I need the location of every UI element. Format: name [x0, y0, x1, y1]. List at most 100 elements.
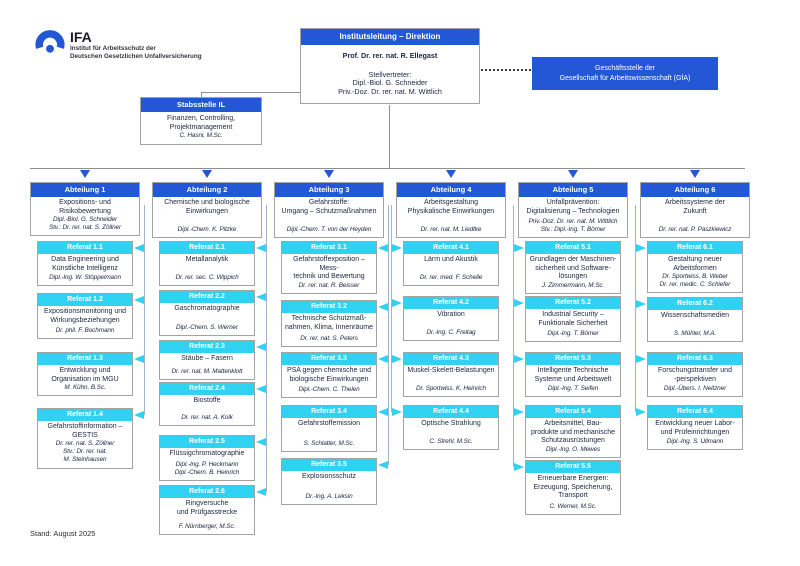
- arrow-left-icon: [256, 438, 266, 446]
- connector-spine-6: [635, 205, 636, 412]
- referat-1-4-box: Referat 1.4 Gefahrstoffinformation – GES…: [37, 408, 144, 469]
- abteilung-6-title: Arbeitssysteme der Zukunft: [665, 199, 725, 215]
- arrow-right-icon: [636, 355, 646, 363]
- referat-2-1-names: Dr. rer. sec. C. Wippich: [175, 273, 239, 281]
- referat-2-2-names: Dipl.-Chem. S. Werner: [175, 323, 239, 331]
- referat-3-4-box: Referat 3.4 Gefahrstoffemission S. Schla…: [281, 405, 388, 452]
- stabsstelle-title: Finanzen, Controlling, Projektmanagement: [166, 115, 236, 131]
- dguv-shell-icon: [35, 30, 65, 53]
- referat-4-4-header: Referat 4.4: [404, 406, 498, 418]
- deputy-names: Dipl.-Biol. G. Schneider Priv.-Doz. Dr. …: [338, 78, 442, 97]
- abteilung-3-box: Abteilung 3 Gefahrstoffe: Umgang – Schut…: [274, 182, 384, 238]
- referat-2-2-title: Gaschromatographie: [174, 305, 240, 312]
- abteilung-6-names: Dr. rer. nat. P. Paszkiewicz: [658, 225, 732, 233]
- referat-5-2-title: Industrial Security – Funktionale Sicher…: [538, 311, 608, 327]
- referat-5-5-title: Erneuerbare Energien: Erzeugung, Speiche…: [533, 475, 613, 500]
- arrow-right-icon: [514, 463, 524, 471]
- referat-1-3-header: Referat 1.3: [38, 353, 132, 365]
- arrow-right-icon: [514, 244, 524, 252]
- abteilung-3-title: Gefahrstoffe: Umgang – Schutzmaßnahmen: [281, 199, 377, 215]
- referat-5-1-header: Referat 5.1: [526, 242, 620, 254]
- referat-6-4-box: Referat 6.4 Entwicklung neuer Labor- und…: [636, 405, 743, 450]
- referat-4-2-header: Referat 4.2: [404, 297, 498, 309]
- referat-4-4-box: Referat 4.4 Optische Strahlung C. Strehl…: [392, 405, 499, 450]
- referat-5-5-box: Referat 5.5 Erneuerbare Energien: Erzeug…: [514, 460, 621, 515]
- arrow-left-icon: [256, 488, 266, 496]
- referat-4-3-title: Muskel-Skelett-Belastungen: [407, 367, 495, 374]
- arrow-left-icon: [256, 244, 266, 252]
- referat-4-1-title: Lärm und Akustik: [424, 256, 478, 263]
- arrow-left-icon: [378, 408, 388, 416]
- referat-1-1-header: Referat 1.1: [38, 242, 132, 254]
- stand-date: Stand: August 2025: [30, 529, 96, 538]
- abteilung-4-header: Abteilung 4: [397, 183, 505, 197]
- abteilung-1-header: Abteilung 1: [31, 183, 139, 197]
- abteilung-4-title: Arbeitsgestaltung Physikalische Einwirku…: [407, 199, 495, 215]
- referat-5-2-header: Referat 5.2: [526, 297, 620, 309]
- referat-6-2-box: Referat 6.2 Wissenschaftsmedien S. Mühle…: [636, 297, 743, 342]
- referat-2-5-header: Referat 2.5: [160, 436, 254, 448]
- referat-6-3-names: Dipl.-Übers. I. Neitzner: [663, 384, 727, 392]
- referat-6-4-names: Dipl.-Ing. S. Ullmann: [666, 437, 724, 445]
- referat-5-2-names: Dipl.-Ing. T. Bömer: [547, 329, 599, 337]
- connector-spine-4: [391, 205, 392, 412]
- referat-3-2-title: Technische Schutzmaß- nahmen, Klima, Inn…: [285, 315, 373, 331]
- referat-6-1-title: Gestaltung neuer Arbeitsformen: [668, 256, 722, 272]
- connector-spine-2: [266, 205, 267, 492]
- referat-2-5-names: Dipl.-Ing. P. Heckmann Dipl.-Chem. B. He…: [174, 460, 240, 476]
- abteilung-2-title: Chemische und biologische Einwirkungen: [164, 199, 250, 215]
- abteilung-3-header: Abteilung 3: [275, 183, 383, 197]
- referat-2-4-box: Referat 2.4 Biostoffe Dr. rer. nat. A. K…: [159, 382, 266, 426]
- referat-3-3-title: PSA gegen chemische und biologische Einw…: [286, 367, 372, 383]
- triangle-down-icon: [446, 170, 456, 178]
- arrow-left-icon: [256, 385, 266, 393]
- referat-5-4-names: Dipl.-Ing. O. Mewes: [545, 446, 601, 454]
- referat-2-6-header: Referat 2.6: [160, 486, 254, 498]
- referat-1-2-title: Expositionsmonitoring und Wirkungsbezieh…: [43, 308, 127, 324]
- referat-3-2-header: Referat 3.2: [282, 301, 376, 313]
- referat-2-2-header: Referat 2.2: [160, 291, 254, 303]
- referat-3-4-header: Referat 3.4: [282, 406, 376, 418]
- abteilung-6-box: Abteilung 6 Arbeitssysteme der Zukunft D…: [640, 182, 750, 238]
- referat-1-4-header: Referat 1.4: [38, 409, 132, 421]
- referat-5-3-title: Intelligente Technische Systeme und Arbe…: [534, 367, 612, 383]
- stabsstelle-box: Stabsstelle IL Finanzen, Controlling, Pr…: [140, 97, 262, 146]
- arrow-left-icon: [134, 411, 144, 419]
- triangle-down-icon: [690, 170, 700, 178]
- referat-6-2-title: Wissenschaftsmedien: [660, 312, 730, 319]
- referat-4-2-title: Vibration: [437, 311, 465, 318]
- referat-4-2-box: Referat 4.2 Vibration Dr.-Ing. C. Freita…: [392, 296, 499, 341]
- referat-2-3-title: Stäube – Fasern: [181, 355, 233, 362]
- referat-4-4-names: C. Strehl, M.Sc.: [429, 437, 473, 445]
- referat-3-1-box: Referat 3.1 Gefahrstoffexposition – Mess…: [281, 241, 388, 295]
- arrow-left-icon: [378, 461, 388, 469]
- abteilung-5-names: Priv.-Doz. Dr. rer. nat. M. Wittlich Stv…: [528, 217, 618, 233]
- referat-4-3-header: Referat 4.3: [404, 353, 498, 365]
- connector-direktion-stabsstelle-v: [201, 92, 202, 97]
- referat-2-6-title: Ringversuche und Prüfgasstrecke: [176, 500, 238, 516]
- connector-gfa-dotted: [481, 69, 531, 71]
- referat-3-5-header: Referat 3.5: [282, 459, 376, 471]
- abteilung-1-names: Dipl.-Biol. G. Schneider Stv.: Dr. rer. …: [48, 216, 122, 232]
- arrow-left-icon: [378, 355, 388, 363]
- referat-3-3-box: Referat 3.3 PSA gegen chemische und biol…: [281, 352, 388, 398]
- referat-3-5-names: Dr.-Ing. A. Leksin: [305, 492, 353, 500]
- referat-6-4-header: Referat 6.4: [648, 406, 742, 418]
- referat-4-2-names: Dr.-Ing. C. Freitag: [426, 328, 476, 336]
- referat-4-1-names: Dr. rer. med. F. Schelle: [419, 273, 483, 281]
- referat-5-1-title: Grundlagen der Maschinen- sicherheit und…: [529, 256, 617, 281]
- arrow-right-icon: [514, 408, 524, 416]
- referat-2-6-names: F. Nürnberger, M.Sc.: [178, 522, 236, 530]
- referat-6-3-header: Referat 6.3: [648, 353, 742, 365]
- referat-2-6-box: Referat 2.6 Ringversuche und Prüfgasstre…: [159, 485, 266, 535]
- arrow-left-icon: [256, 293, 266, 301]
- direktion-head-name: Prof. Dr. rer. nat. R. Ellegast: [342, 51, 438, 60]
- referat-6-1-box: Referat 6.1 Gestaltung neuer Arbeitsform…: [636, 241, 743, 294]
- referat-1-1-title: Data Engineering und Künstliche Intellig…: [51, 256, 119, 272]
- connector-direktion-stabsstelle-h: [201, 92, 300, 93]
- arrow-right-icon: [392, 244, 402, 252]
- referat-3-5-title: Explosionsschutz: [301, 473, 357, 480]
- deputy-label: Stellvertreter:: [368, 69, 412, 79]
- referat-3-1-names: Dr. rer. nat. R. Beisser: [298, 282, 360, 290]
